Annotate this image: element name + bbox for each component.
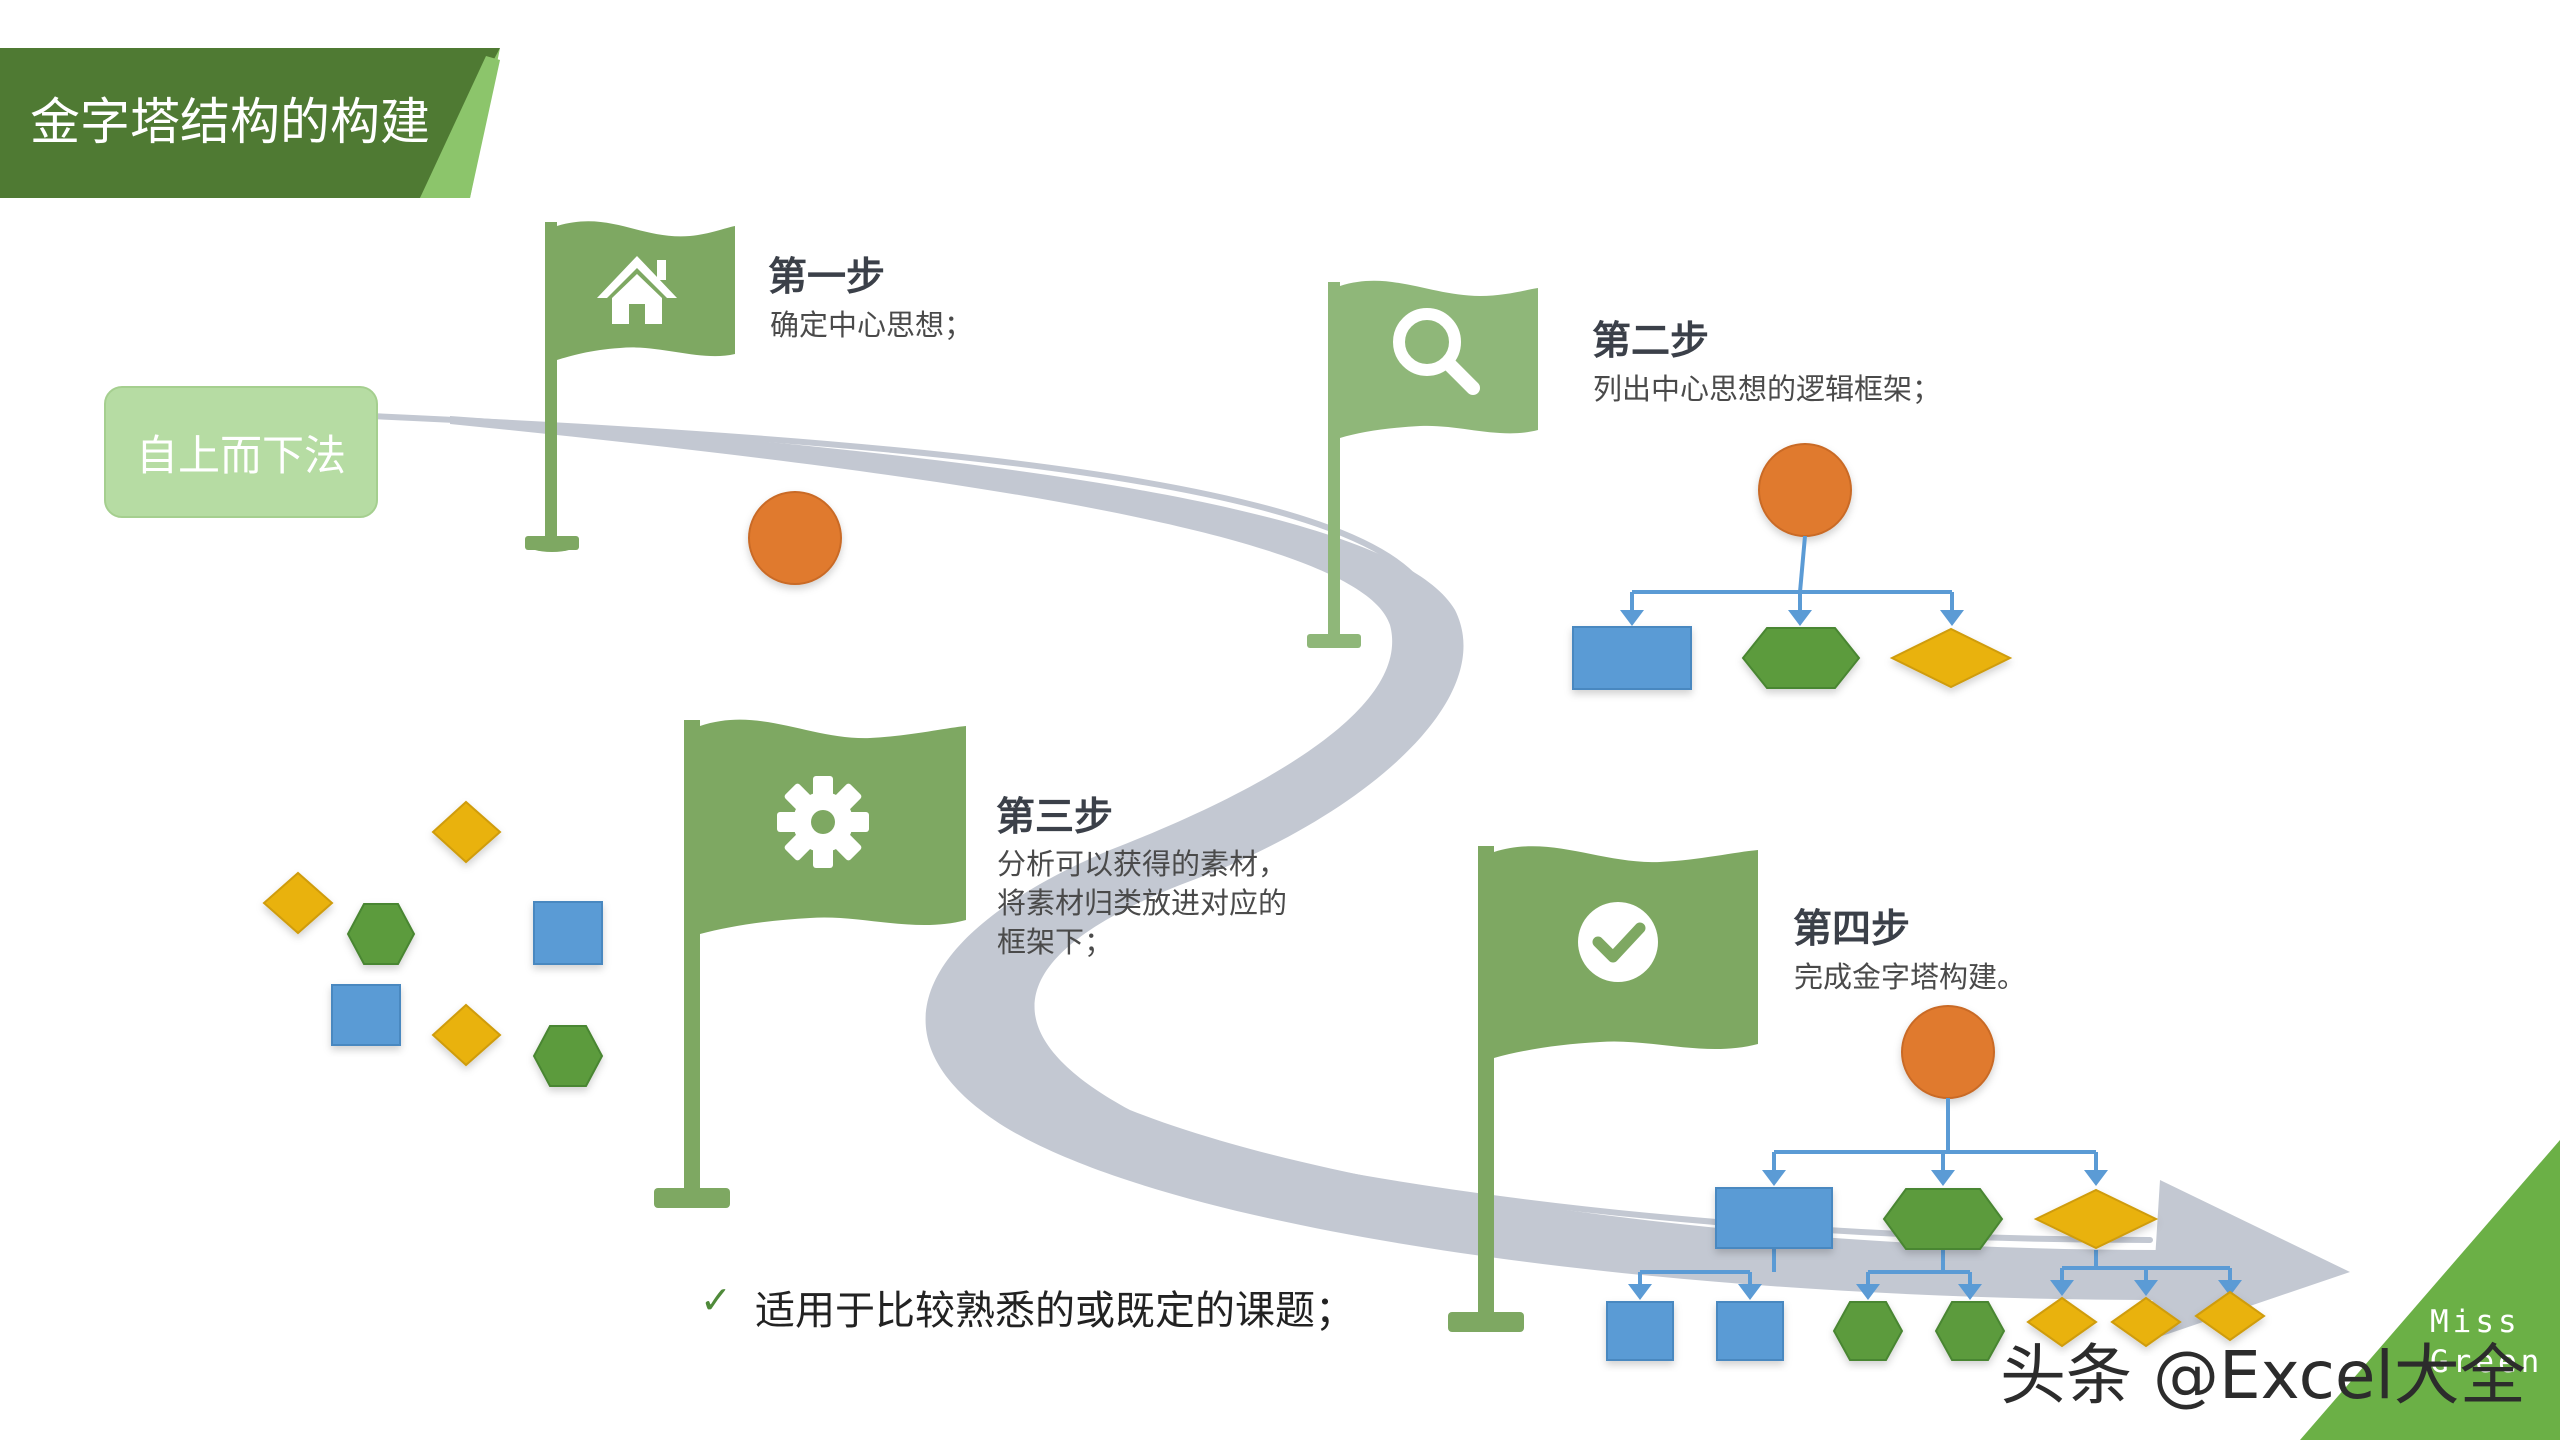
step3-desc-line-2: 将素材归类放进对应的 bbox=[997, 886, 1288, 920]
step3-title: 第三步 bbox=[996, 795, 1114, 840]
step1-title: 第一步 bbox=[768, 255, 886, 300]
step2-desc-line: 列出中心思想的逻辑框架； bbox=[1593, 372, 1942, 406]
method-label: 自上而下法 bbox=[104, 386, 378, 518]
note-text: 适用于比较熟悉的或既定的课题； bbox=[755, 1288, 1355, 1334]
scattered-materials bbox=[262, 800, 604, 1087]
step2-title: 第二步 bbox=[1592, 319, 1710, 364]
step3-desc-line-1: 分析可以获得的素材， bbox=[997, 847, 1288, 881]
check-circle-icon bbox=[1578, 902, 1658, 982]
gear-icon bbox=[777, 776, 869, 868]
step2-desc: 列出中心思想的逻辑框架； bbox=[1593, 370, 1941, 409]
watermark: 头条 @Excel大全 bbox=[2000, 1337, 2526, 1414]
step4-pyramid bbox=[1606, 1005, 2266, 1361]
corner-text: Miss Green bbox=[2430, 1302, 2543, 1382]
corner-text-line-2: Green bbox=[2430, 1344, 2544, 1380]
step1-desc-line: 确定中心思想； bbox=[770, 308, 974, 342]
step3-desc-line-3: 框架下； bbox=[997, 925, 1114, 959]
method-label-text: 自上而下法 bbox=[135, 430, 346, 480]
header-banner bbox=[0, 48, 500, 198]
step3-desc: 分析可以获得的素材， 将素材归类放进对应的 框架下； bbox=[997, 845, 1287, 962]
corner-text-line-1: Miss bbox=[2430, 1304, 2521, 1340]
home-icon bbox=[597, 256, 677, 324]
header-title: 金字塔结构的构建 bbox=[30, 93, 430, 151]
step4-desc-line: 完成金字塔构建。 bbox=[1794, 960, 2027, 994]
corner-triangle bbox=[2300, 1140, 2560, 1440]
step1-center-node bbox=[748, 491, 842, 585]
search-icon bbox=[1393, 308, 1480, 395]
step4-title: 第四步 bbox=[1793, 907, 1911, 952]
flag-step-3 bbox=[654, 719, 966, 1208]
step1-desc: 确定中心思想； bbox=[770, 306, 973, 345]
check-icon: ✓ bbox=[700, 1278, 732, 1322]
step4-desc: 完成金字塔构建。 bbox=[1794, 958, 2026, 997]
step2-tree bbox=[1572, 443, 2013, 690]
road-path bbox=[367, 413, 2350, 1340]
flag-step-2 bbox=[1307, 280, 1538, 648]
